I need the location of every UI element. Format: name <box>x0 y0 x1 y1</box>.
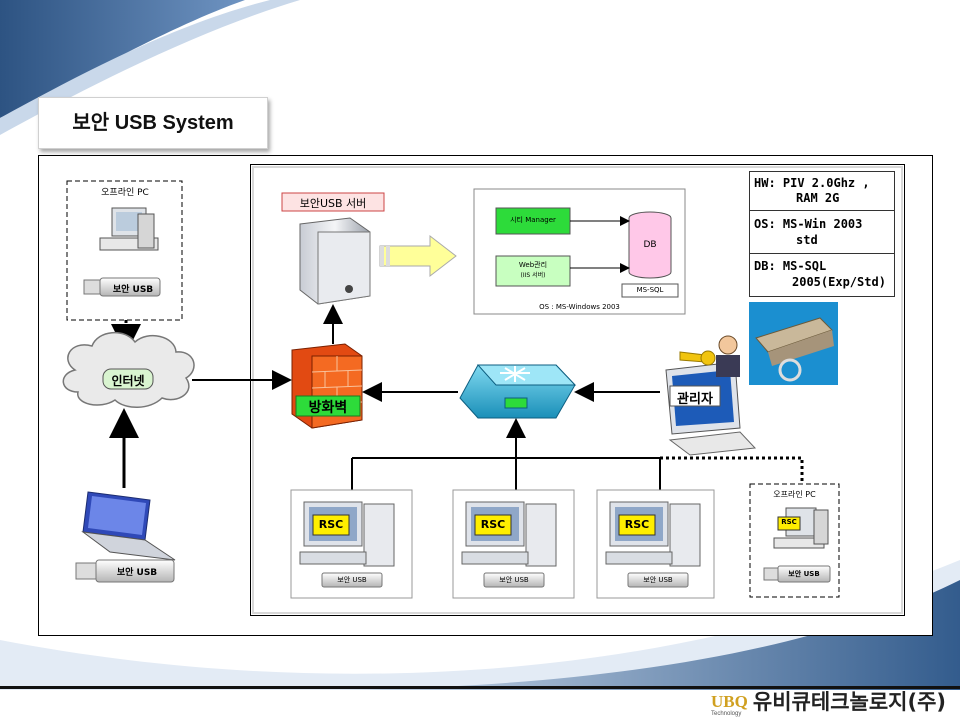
internet-cloud <box>62 332 195 408</box>
spec-db-line2: 2005(Exp/Std) <box>792 275 886 289</box>
rsc-label-offline: RSC <box>781 518 797 526</box>
server-label-box <box>281 192 385 212</box>
usb-stick-laptop <box>75 559 175 583</box>
spec-hw-line1: HW: PIV 2.0Ghz , <box>754 176 870 190</box>
block-arrow-right <box>379 234 457 278</box>
company-name: 유비큐테크놀로지(주) <box>752 690 946 714</box>
usb-label-offline: 보안 USB <box>788 570 820 578</box>
os-label: OS : MS-Windows 2003 <box>539 303 620 311</box>
usb-label-client-3: 보안 USB <box>643 576 673 584</box>
slide-title: 보안 USB System <box>72 112 234 134</box>
sql-label: MS-SQL <box>636 286 664 294</box>
offline-pc-right <box>749 483 840 598</box>
usb-label-laptop: 보안 USB <box>116 568 158 578</box>
company-logo: UBQ <box>711 692 748 711</box>
client-pc-3 <box>596 489 715 599</box>
server-software-box <box>473 188 686 315</box>
spec-os-line2: std <box>796 233 818 247</box>
rsc-label-2: RSC <box>480 518 506 531</box>
company-logo-sub: Technology <box>711 711 742 717</box>
web-label-line2: (IIS 서버) <box>520 272 546 279</box>
server-label: 보안USB 서버 <box>299 197 367 210</box>
rsc-label-3: RSC <box>624 518 650 531</box>
server-tower-icon <box>299 217 371 305</box>
firewall-label: 방화벽 <box>308 400 348 416</box>
manager-label: 시티 Manager <box>510 216 556 224</box>
usb-stick-photo <box>749 302 838 385</box>
spec-divider <box>750 210 894 211</box>
title-box: 보안 USB System <box>38 97 268 149</box>
db-label: DB <box>643 240 657 250</box>
admin-workstation-icon <box>665 335 757 456</box>
network-switch-icon <box>459 364 577 419</box>
spec-box: HW: PIV 2.0Ghz , RAM 2G OS: MS-Win 2003 … <box>749 171 895 297</box>
web-label-line1: Web관리 <box>518 261 548 269</box>
admin-label: 관리자 <box>677 392 713 407</box>
firewall-icon <box>291 343 363 429</box>
spec-divider <box>750 253 894 254</box>
offline-pc-left <box>66 180 183 321</box>
client-connections <box>351 457 661 490</box>
laptop-icon <box>81 491 176 561</box>
usb-label-left: 보안 USB <box>112 285 154 295</box>
usb-stick-left-top <box>83 277 161 297</box>
usb-label-client-1: 보안 USB <box>337 576 367 584</box>
client-pc-2 <box>452 489 575 599</box>
offline-pc-label-right: 오프라인 PC <box>773 490 816 499</box>
spec-hw-line2: RAM 2G <box>796 191 840 205</box>
rsc-label-1: RSC <box>318 518 344 531</box>
offline-pc-label-left: 오프라인 PC <box>101 188 149 198</box>
usb-label-client-2: 보안 USB <box>499 576 529 584</box>
spec-os-line1: OS: MS-Win 2003 <box>754 217 863 231</box>
internet-label: 인터넷 <box>111 374 145 388</box>
client-pc-1 <box>290 489 413 599</box>
spec-db-line1: DB: MS-SQL <box>754 259 827 273</box>
